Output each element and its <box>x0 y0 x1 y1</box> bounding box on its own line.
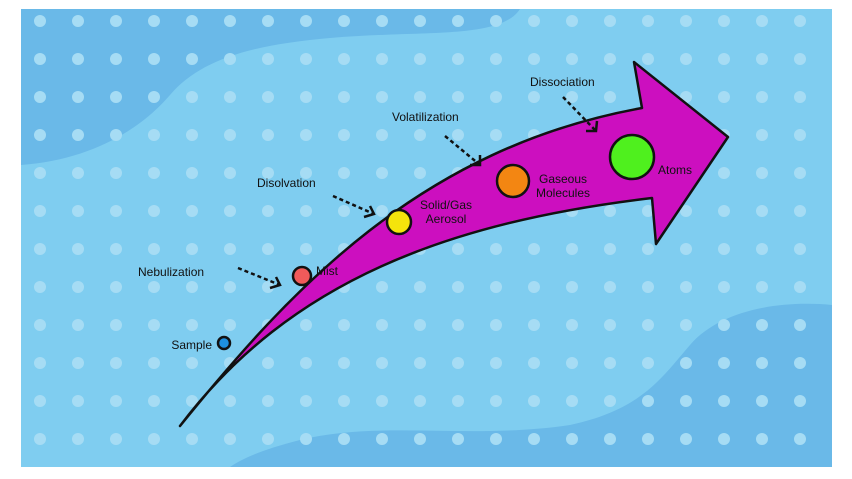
nebulization-label: Nebulization <box>138 265 204 279</box>
disolvation-label: Disolvation <box>257 176 316 190</box>
pointer-volatilization <box>444 135 482 167</box>
process-pointers <box>237 96 599 290</box>
solid-gas-aerosol-label-line1: Solid/Gas <box>420 198 472 212</box>
pointer-disolvation <box>332 194 376 219</box>
gaseous-molecules-label-line2: Molecules <box>536 186 590 200</box>
sample-label: Sample <box>171 338 212 352</box>
pointer-nebulization <box>237 266 282 290</box>
mist-dot <box>291 265 313 287</box>
solid-gas-aerosol-dot <box>385 208 413 236</box>
mist-label: Mist <box>316 264 339 278</box>
gaseous-molecules-dot <box>495 163 531 199</box>
solid-gas-aerosol-label-line2: Aerosol <box>426 212 467 226</box>
gaseous-molecules-label-line1: Gaseous <box>539 172 587 186</box>
sample-dot <box>216 335 232 351</box>
pointer-dissociation <box>562 96 599 133</box>
atoms-label: Atoms <box>658 163 692 177</box>
process-arrow <box>178 60 730 428</box>
dissociation-label: Dissociation <box>530 75 595 89</box>
atoms-dot <box>608 133 656 181</box>
volatilization-label: Volatilization <box>392 110 459 124</box>
